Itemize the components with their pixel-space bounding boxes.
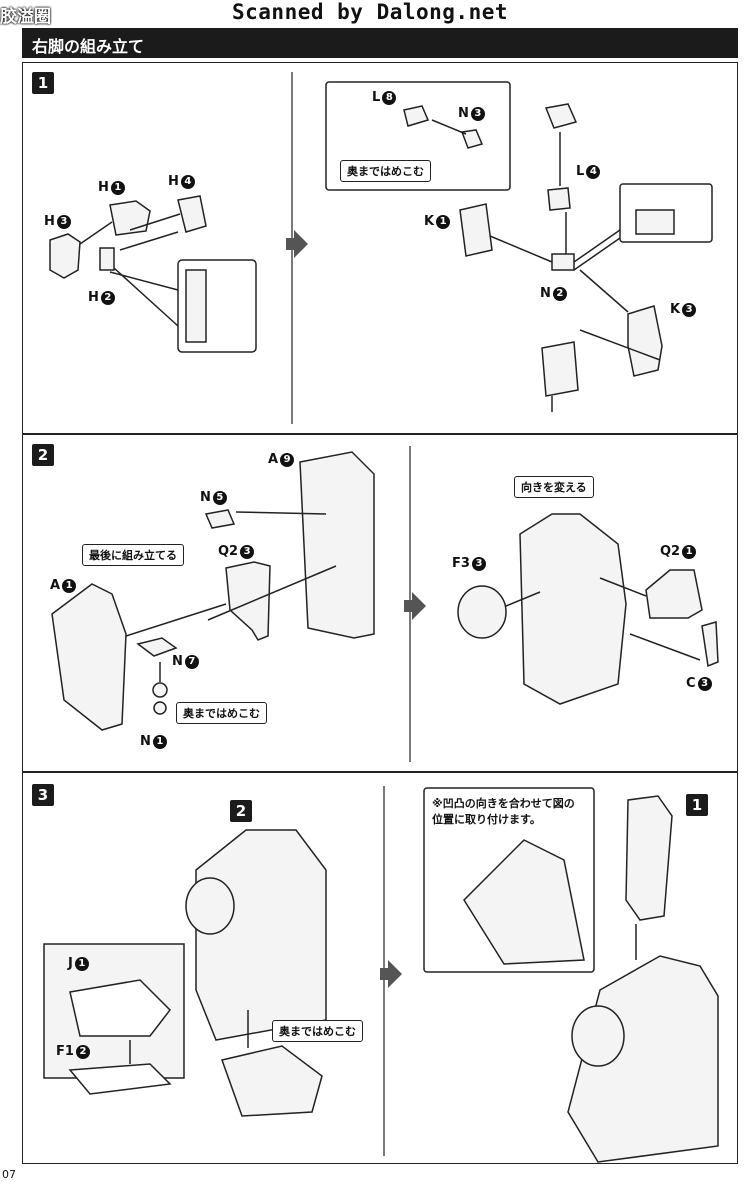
- watermark-text: Scanned by Dalong.net: [232, 0, 509, 24]
- note-alignment-line1: ※凹凸の向きを合わせて図の: [432, 797, 575, 810]
- note-push-in-step3: 奥まではめこむ: [272, 1020, 363, 1042]
- header-bar: [22, 28, 738, 58]
- note-push-in-step2: 奥まではめこむ: [176, 702, 267, 724]
- note-push-in-step1: 奥まではめこむ: [340, 160, 431, 182]
- step-3-sub-badge-1: 1: [686, 794, 708, 816]
- note-alignment: ※凹凸の向きを合わせて図の 位置に取り付けます。: [432, 796, 575, 828]
- step-1-badge: 1: [32, 72, 54, 94]
- note-alignment-line2: 位置に取り付けます。: [432, 813, 541, 826]
- step-2-badge: 2: [32, 444, 54, 466]
- note-assemble-last: 最後に組み立てる: [82, 544, 184, 566]
- page-number: 07: [2, 1168, 16, 1181]
- page-title: 右脚の組み立て: [32, 37, 145, 56]
- corner-logo: 胶溢圈: [0, 7, 51, 27]
- step-3-sub-badge-2: 2: [230, 800, 252, 822]
- note-change-direction: 向きを変える: [514, 476, 594, 498]
- step-3-badge: 3: [32, 784, 54, 806]
- step-1-panel: [22, 62, 738, 434]
